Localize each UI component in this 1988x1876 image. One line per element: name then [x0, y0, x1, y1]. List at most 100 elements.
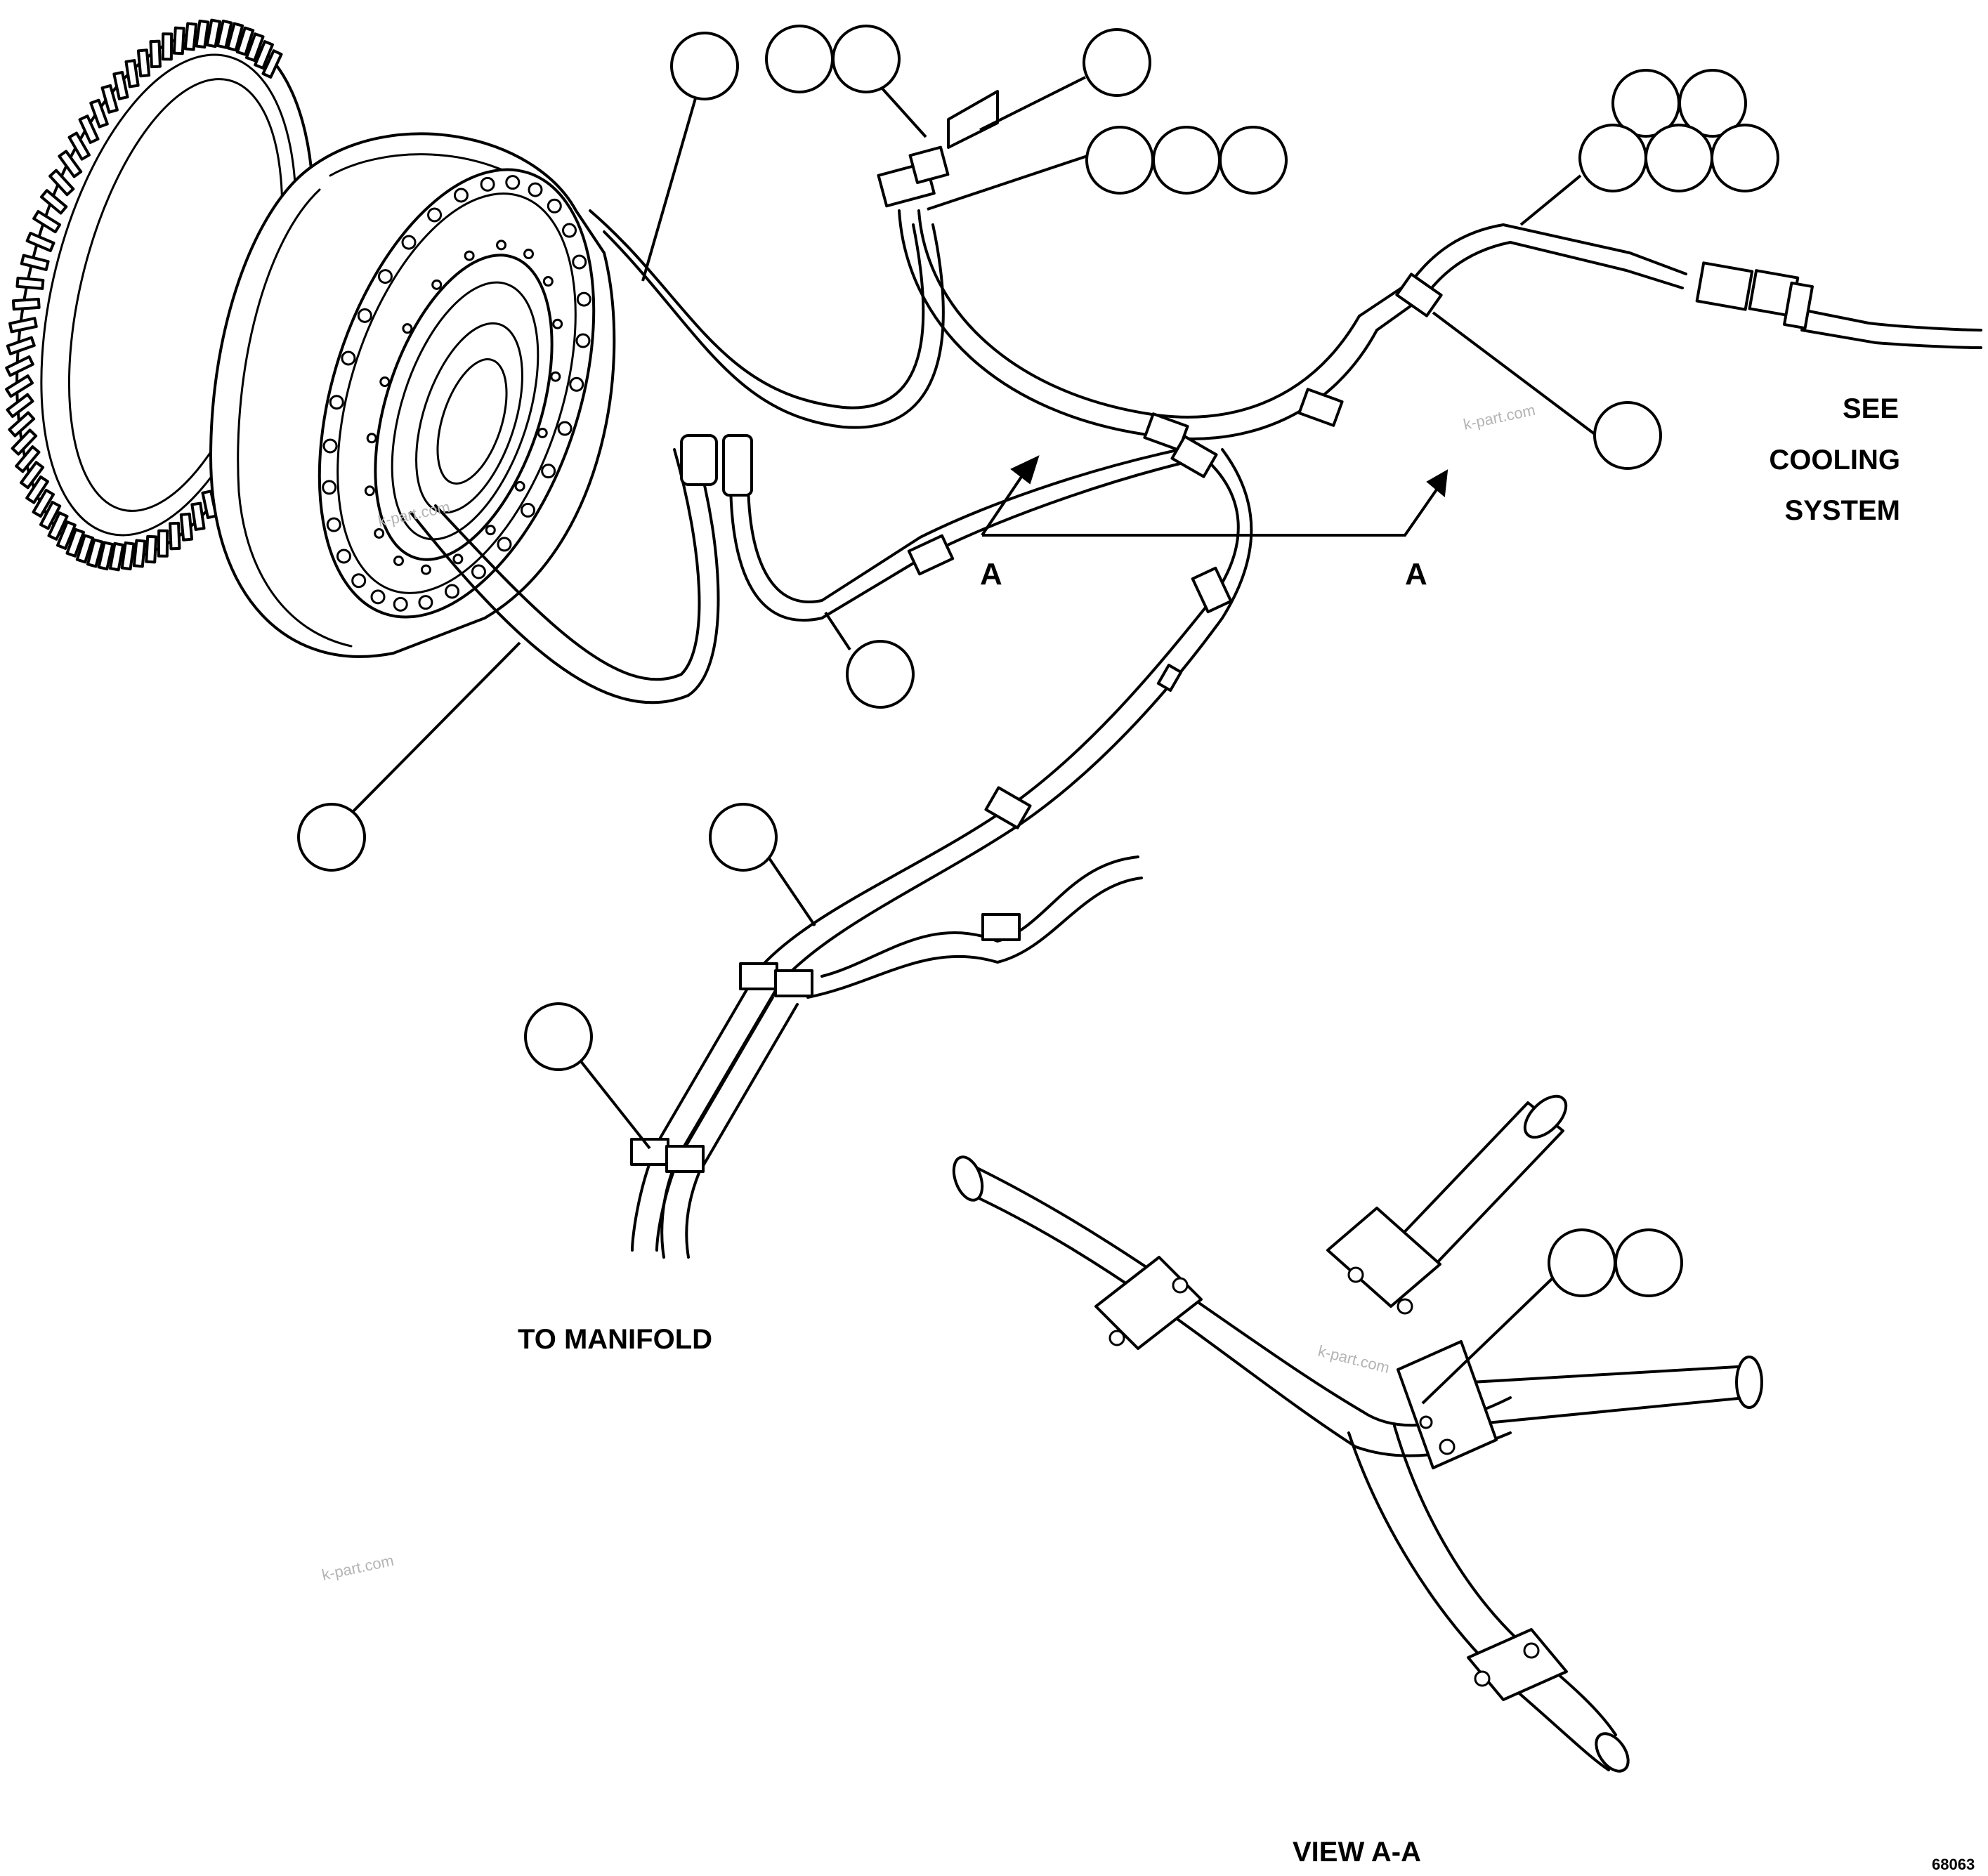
gear-tooth: [8, 317, 38, 334]
gear-tooth: [100, 84, 119, 114]
housing-bolt: [374, 527, 385, 539]
housing-bolt: [402, 323, 413, 334]
callout-bubble: [765, 25, 834, 93]
hose-clamp: [981, 913, 1021, 941]
callout-bubble: [1085, 126, 1154, 195]
housing-bolt: [550, 371, 561, 382]
gear-tooth: [78, 114, 100, 144]
to-manifold-label: TO MANIFOLD: [518, 1324, 712, 1355]
housing-bolt: [464, 250, 475, 261]
gear-tooth: [15, 445, 41, 473]
housing-bolt: [480, 176, 495, 192]
gear-tooth: [15, 276, 45, 290]
gear-tooth: [195, 19, 210, 49]
gear-tooth: [136, 48, 151, 78]
gear-tooth: [190, 501, 206, 531]
figure-number: 68063: [1932, 1856, 1975, 1873]
gear-tooth: [205, 18, 222, 48]
housing-bolt: [471, 564, 486, 579]
gear-tooth: [235, 26, 255, 56]
housing-bolt: [572, 254, 587, 270]
callout-bubble: [1644, 124, 1713, 192]
see-cooling-line1: SEE: [1843, 393, 1899, 424]
hose-clamp: [774, 969, 813, 997]
housing-bolt: [379, 376, 391, 388]
hose-clamp: [630, 1138, 669, 1166]
gear-tooth: [5, 355, 34, 377]
section-arrow-right-head: [1426, 469, 1449, 497]
callout-bubble: [670, 32, 739, 100]
housing-bolt: [341, 350, 356, 366]
section-label-right: A: [1405, 557, 1427, 591]
housing-bolt: [427, 207, 443, 223]
housing-bolt: [322, 480, 337, 495]
gear-tooth: [108, 542, 125, 572]
housing-bolt: [364, 485, 375, 497]
housing-bolt: [523, 249, 535, 260]
callout-bubble: [1152, 126, 1221, 195]
gear-tooth: [39, 189, 68, 215]
gear-tooth: [20, 254, 50, 271]
gear-tooth: [97, 541, 115, 571]
callout-bubble: [1083, 28, 1151, 97]
housing-bolt: [418, 595, 433, 610]
housing-bolt: [575, 333, 591, 348]
gear-tooth: [11, 428, 38, 456]
gear-tooth: [169, 521, 181, 551]
gear-tooth: [112, 70, 129, 100]
hose-clamp: [739, 962, 778, 990]
hose-clamp: [1395, 273, 1443, 317]
housing-bolts: [322, 175, 591, 612]
housing-bolt: [497, 537, 512, 552]
housing-bolt: [366, 433, 377, 444]
gear-tooth: [244, 32, 265, 63]
callout-bubble: [1593, 401, 1662, 470]
hose-clamps: [630, 273, 1443, 1173]
callout-bubble: [1711, 124, 1779, 192]
callout-bubble: [1548, 1228, 1616, 1297]
callout-bubble: [1578, 124, 1647, 192]
housing-bolt: [541, 464, 556, 479]
callouts: [297, 25, 1779, 1405]
gear-tooth: [25, 475, 49, 504]
section-arrow-left-head: [1010, 455, 1040, 485]
callout-bubble: [1614, 1228, 1683, 1297]
gear-tooth: [172, 26, 185, 55]
housing-bolt: [326, 517, 341, 532]
housing-bolt: [537, 427, 548, 438]
gear-tooth: [179, 512, 194, 542]
gear-tooth: [183, 22, 198, 51]
callout-bubble: [709, 803, 778, 872]
hose-clamp: [1297, 388, 1344, 427]
housing-bolt: [552, 318, 563, 329]
callout-bubble: [1219, 126, 1288, 195]
view-a-a-detail: [952, 1094, 1763, 1773]
housing-bolt: [569, 376, 584, 392]
section-label-left: A: [980, 557, 1002, 591]
hose-clamp: [984, 786, 1032, 829]
housing-bolt: [576, 291, 591, 307]
watermark: k-part.com: [1462, 401, 1537, 433]
housing-bolt: [453, 188, 469, 203]
gear-tooth: [145, 534, 158, 564]
gear-tooth: [157, 529, 169, 558]
housing-bolt: [336, 549, 351, 564]
housing-bolt: [528, 182, 543, 197]
gear-tooth: [261, 49, 283, 79]
housing-bolt: [420, 564, 431, 575]
gear-tooth: [8, 411, 36, 438]
housing-bolt: [452, 553, 464, 565]
callout-bubble: [297, 803, 366, 872]
callout-bubble: [1678, 69, 1747, 138]
gear-tooth: [32, 210, 62, 234]
gear-tooth: [149, 39, 162, 69]
ring-gear: [5, 18, 315, 572]
gear-tooth: [161, 32, 174, 61]
gear-tooth: [75, 534, 95, 564]
see-cooling-line2: COOLING: [1769, 445, 1900, 475]
gear-tooth: [58, 150, 83, 178]
housing-bolt: [542, 276, 554, 287]
housing-bolt: [351, 573, 367, 589]
gear-tooth: [25, 231, 55, 253]
